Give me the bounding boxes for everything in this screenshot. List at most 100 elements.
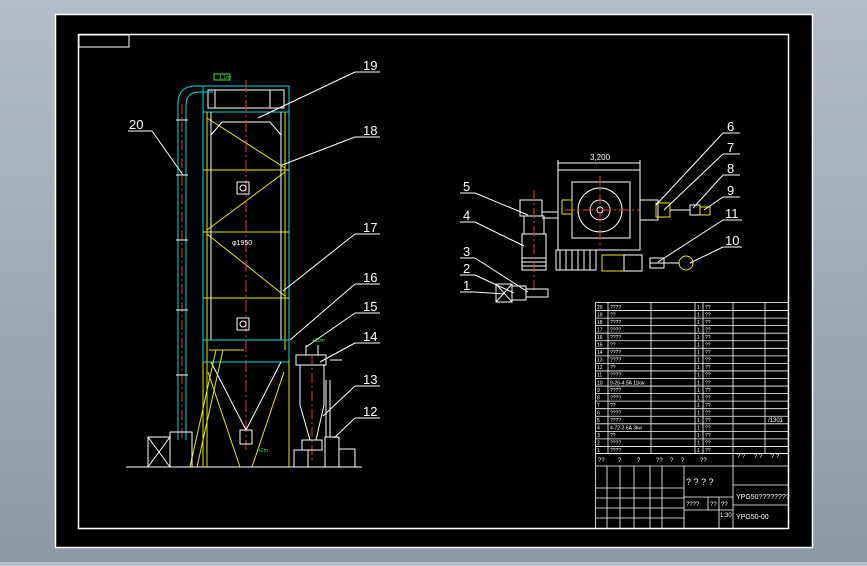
parts-list-qty: 1 xyxy=(697,426,700,432)
parts-list-no: 14 xyxy=(597,350,603,356)
callout-8: 8 xyxy=(727,161,734,176)
parts-list-mat: ?? xyxy=(705,320,711,326)
parts-list-no: 13 xyxy=(597,358,603,364)
callout-15: 15 xyxy=(363,299,377,314)
parts-list xyxy=(595,302,789,454)
parts-header-cell: ? ? xyxy=(737,454,746,460)
parts-header-cell: ?? xyxy=(598,458,605,464)
parts-list-name: ???? xyxy=(610,335,621,341)
parts-list-qty: 1 xyxy=(697,403,700,409)
parts-list-name: ?? xyxy=(610,403,616,409)
parts-list-mat: ?? xyxy=(705,358,711,364)
callout-20: 20 xyxy=(129,117,143,132)
parts-list-name: ???? xyxy=(610,418,621,424)
callout-1: 1 xyxy=(463,278,470,293)
parts-list-qty: 1 xyxy=(697,320,700,326)
parts-list-no: 5 xyxy=(597,418,600,424)
title-block-text: ? ? ? ? ???? ?? ?? 1:30 YPG50???????? YP… xyxy=(686,477,790,521)
parts-header-cell: ? xyxy=(618,458,622,464)
parts-list-no: 20 xyxy=(597,305,603,311)
parts-list-qty: 1 xyxy=(697,395,700,401)
parts-list-no: 15 xyxy=(597,343,603,349)
parts-list-no: 16 xyxy=(597,335,603,341)
parts-list-name: ???? xyxy=(610,327,621,333)
parts-list-qty: 1 xyxy=(697,365,700,371)
parts-header-cell: ? xyxy=(637,458,641,464)
parts-list-qty: 1 xyxy=(697,380,700,386)
parts-list-qty: 1 xyxy=(697,358,700,364)
drawing-sheet xyxy=(55,14,813,548)
parts-list-name: ???? xyxy=(610,305,621,311)
parts-side-note: /1301 xyxy=(768,418,784,424)
parts-header-cell: ? xyxy=(670,458,674,464)
callout-6: 6 xyxy=(727,119,734,134)
parts-list-mat: ?? xyxy=(705,335,711,341)
parts-header-text: ??????????? ?? ?? ? xyxy=(598,454,780,464)
parts-list-no: 7 xyxy=(597,403,600,409)
parts-list-mat: ?? xyxy=(705,395,711,401)
parts-list-no: 8 xyxy=(597,395,600,401)
parts-list-no: 11 xyxy=(597,373,602,379)
sign-cell-1: ? ? ? ? xyxy=(686,477,714,487)
parts-list-mat: ?? xyxy=(705,312,711,318)
callout-2: 2 xyxy=(463,261,470,276)
callout-12: 12 xyxy=(363,404,377,419)
parts-list-qty: 1 xyxy=(697,418,700,424)
tower-elevation: φ1950 1.1m +10m +2m xyxy=(126,73,362,468)
parts-list-qty: 1 xyxy=(697,343,700,349)
parts-list-no: 18 xyxy=(597,320,603,326)
parts-list-mat: ?? xyxy=(705,327,711,333)
parts-list-name: 9-26-4.5A 11kw xyxy=(610,380,645,386)
callout-19: 19 xyxy=(363,58,377,73)
callout-13: 13 xyxy=(363,372,377,387)
parts-list-qty: 1 xyxy=(697,373,700,379)
parts-list-name: ?? xyxy=(610,365,616,371)
callout-18: 18 xyxy=(363,123,377,138)
parts-list-mat: ?? xyxy=(705,433,711,439)
callout-17: 17 xyxy=(363,220,377,235)
parts-list-no: 9 xyxy=(597,388,600,394)
parts-list-qty: 1 xyxy=(697,327,700,333)
parts-list-mat: ?? xyxy=(705,426,711,432)
callout-16: 16 xyxy=(363,270,377,285)
parts-list-name: ???? xyxy=(610,350,621,356)
parts-list-qty: 1 xyxy=(697,441,700,447)
top-elevation-label: 1.1m xyxy=(219,75,230,81)
title-block xyxy=(595,453,789,529)
weight-label: ???? xyxy=(686,502,700,508)
parts-list-mat: ?? xyxy=(705,410,711,416)
plan-view: 3,200 xyxy=(495,153,711,303)
tower-diameter-label: φ1950 xyxy=(232,240,252,247)
parts-list-no: 4 xyxy=(597,426,600,432)
parts-list-qty: 1 xyxy=(697,350,700,356)
parts-list-mat: ?? xyxy=(705,441,711,447)
parts-list-name: ?? xyxy=(610,343,616,349)
parts-list-name: ???? xyxy=(610,358,621,364)
parts-list-name: ???? xyxy=(610,395,621,401)
parts-list-mat: ?? xyxy=(705,350,711,356)
parts-list-name: ???? xyxy=(610,448,621,454)
parts-header-cell: ? ? xyxy=(754,454,763,460)
callout-11: 11 xyxy=(725,206,739,221)
callout-3: 3 xyxy=(463,244,470,259)
parts-header-cell: ? ? xyxy=(771,454,780,460)
parts-list-mat: ?? xyxy=(705,418,711,424)
drawing-scale: 1:30 xyxy=(720,513,732,519)
parts-list-name: ???? xyxy=(610,441,621,447)
corner-box xyxy=(78,34,130,48)
parts-list-name: ?? xyxy=(610,312,616,318)
callout-labels: 1 2 3 4 5 6 7 8 9 10 11 12 13 14 15 16 1… xyxy=(129,58,739,419)
outlet-elevation-label: +2m xyxy=(258,448,268,454)
parts-list-qty: 1 xyxy=(697,388,700,394)
callout-7: 7 xyxy=(727,140,734,155)
parts-list-name: 4-72-3.6A 3kw xyxy=(610,426,642,432)
sign-cell-2: ?? xyxy=(710,502,717,508)
parts-list-no: 3 xyxy=(597,433,600,439)
parts-list-mat: ?? xyxy=(705,305,711,311)
parts-list-name: ???? xyxy=(610,320,621,326)
parts-list-no: 19 xyxy=(597,312,603,318)
callout-9: 9 xyxy=(727,183,734,198)
parts-list-mat: ?? xyxy=(705,365,711,371)
